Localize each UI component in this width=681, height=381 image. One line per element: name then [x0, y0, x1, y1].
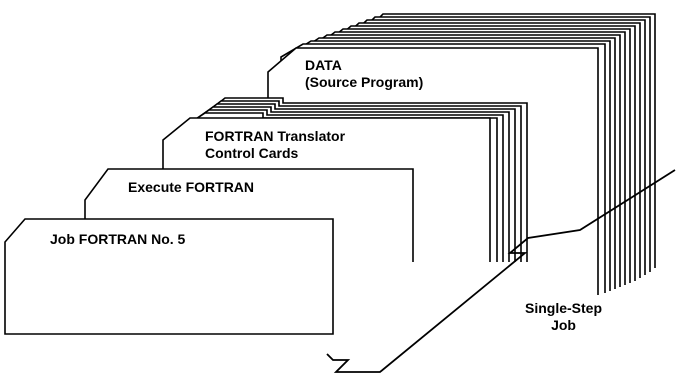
data-card-line1: DATA: [305, 57, 342, 73]
data-card-label: DATA (Source Program): [305, 57, 423, 91]
translator-card-line1: FORTRAN Translator: [205, 128, 346, 144]
translator-card-line2: Control Cards: [205, 145, 299, 161]
execute-card-text: Execute FORTRAN: [128, 179, 255, 195]
single-step-label: Single-Step Job: [525, 300, 602, 334]
job-card-text: Job FORTRAN No. 5: [50, 231, 186, 247]
single-step-bracket: [326, 169, 676, 373]
single-step-line2: Job: [551, 317, 576, 333]
job-card: [4, 218, 334, 335]
job-card-label: Job FORTRAN No. 5: [50, 231, 185, 248]
single-step-line1: Single-Step: [525, 300, 603, 316]
translator-card-label: FORTRAN Translator Control Cards: [205, 128, 345, 162]
execute-card-label: Execute FORTRAN: [128, 179, 254, 196]
data-card-line2: (Source Program): [305, 74, 424, 90]
